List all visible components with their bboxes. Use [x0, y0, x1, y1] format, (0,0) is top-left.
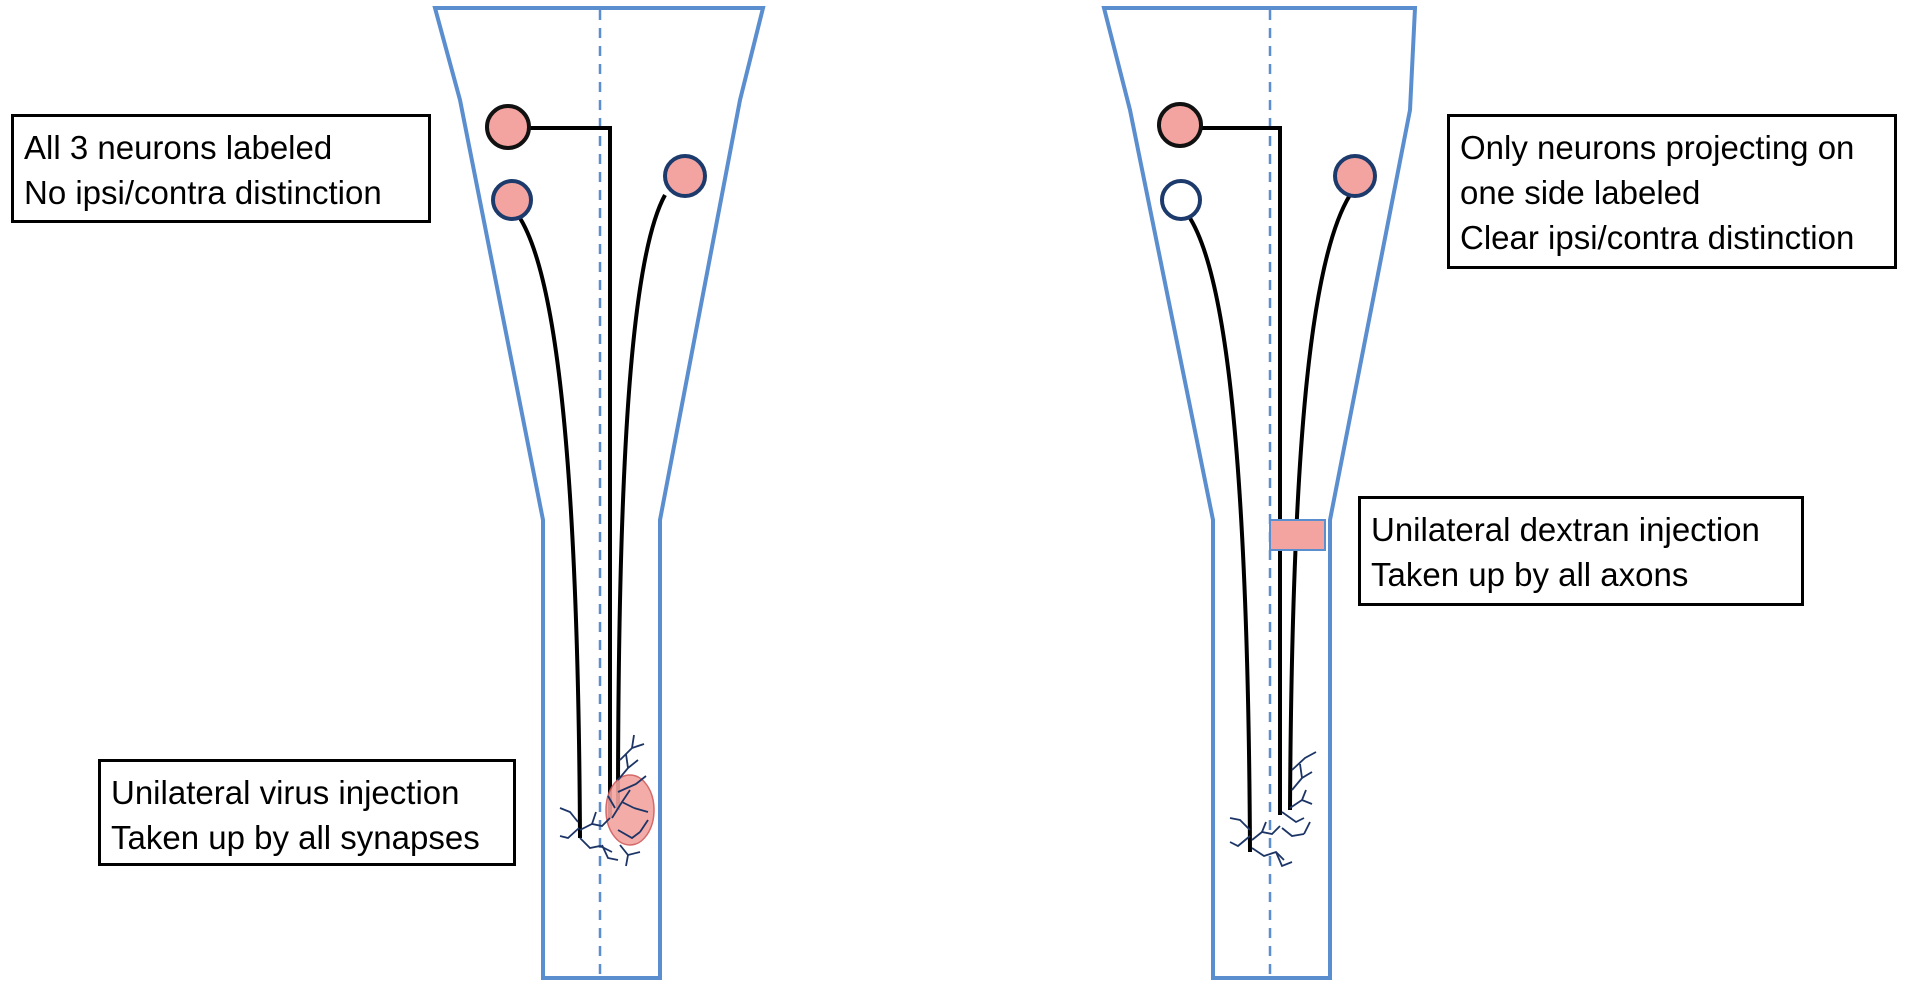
left-axon-right-neuron: [616, 194, 667, 811]
left-neuron-upper-left: [485, 104, 531, 150]
right-neuron-right: [1333, 154, 1377, 198]
right-terminal-arbors: [1229, 751, 1317, 868]
left-top-label-line1: All 3 neurons labeled: [24, 129, 333, 166]
left-spinal-outline: [432, 6, 766, 980]
right-dextran-injection-site: [1269, 519, 1326, 551]
right-injection-label-line2: Taken up by all axons: [1371, 556, 1689, 593]
left-injection-label-line1: Unilateral virus injection: [111, 774, 460, 811]
left-injection-label: Unilateral virus injection Taken up by a…: [98, 759, 516, 866]
right-top-label: Only neurons projecting on one side labe…: [1447, 114, 1897, 269]
left-panel: [432, 6, 766, 980]
right-spinal-outline: [1101, 6, 1418, 980]
right-panel: [1101, 6, 1418, 980]
left-top-label-line2: No ipsi/contra distinction: [24, 174, 382, 211]
left-injection-label-line2: Taken up by all synapses: [111, 819, 480, 856]
left-axon-lower-neuron: [516, 213, 582, 839]
right-axon-upper-neuron: [1200, 126, 1282, 815]
right-neuron-lower-left: [1160, 179, 1202, 221]
left-top-label: All 3 neurons labeled No ipsi/contra dis…: [11, 114, 431, 223]
right-injection-label: Unilateral dextran injection Taken up by…: [1358, 496, 1804, 606]
right-axon-lower-neuron: [1186, 213, 1252, 853]
right-neuron-upper-left: [1157, 102, 1203, 148]
left-neuron-right: [663, 154, 707, 198]
right-top-label-line3: Clear ipsi/contra distinction: [1460, 219, 1855, 256]
right-axon-right-neuron: [1288, 193, 1352, 811]
right-top-label-line2: one side labeled: [1460, 174, 1701, 211]
left-axon-upper-neuron: [527, 126, 612, 818]
right-top-label-line1: Only neurons projecting on: [1460, 129, 1855, 166]
left-terminal-arbors: [559, 734, 649, 867]
left-neuron-lower-left: [491, 179, 533, 221]
left-virus-injection-site: [605, 774, 655, 846]
right-injection-label-line1: Unilateral dextran injection: [1371, 511, 1760, 548]
